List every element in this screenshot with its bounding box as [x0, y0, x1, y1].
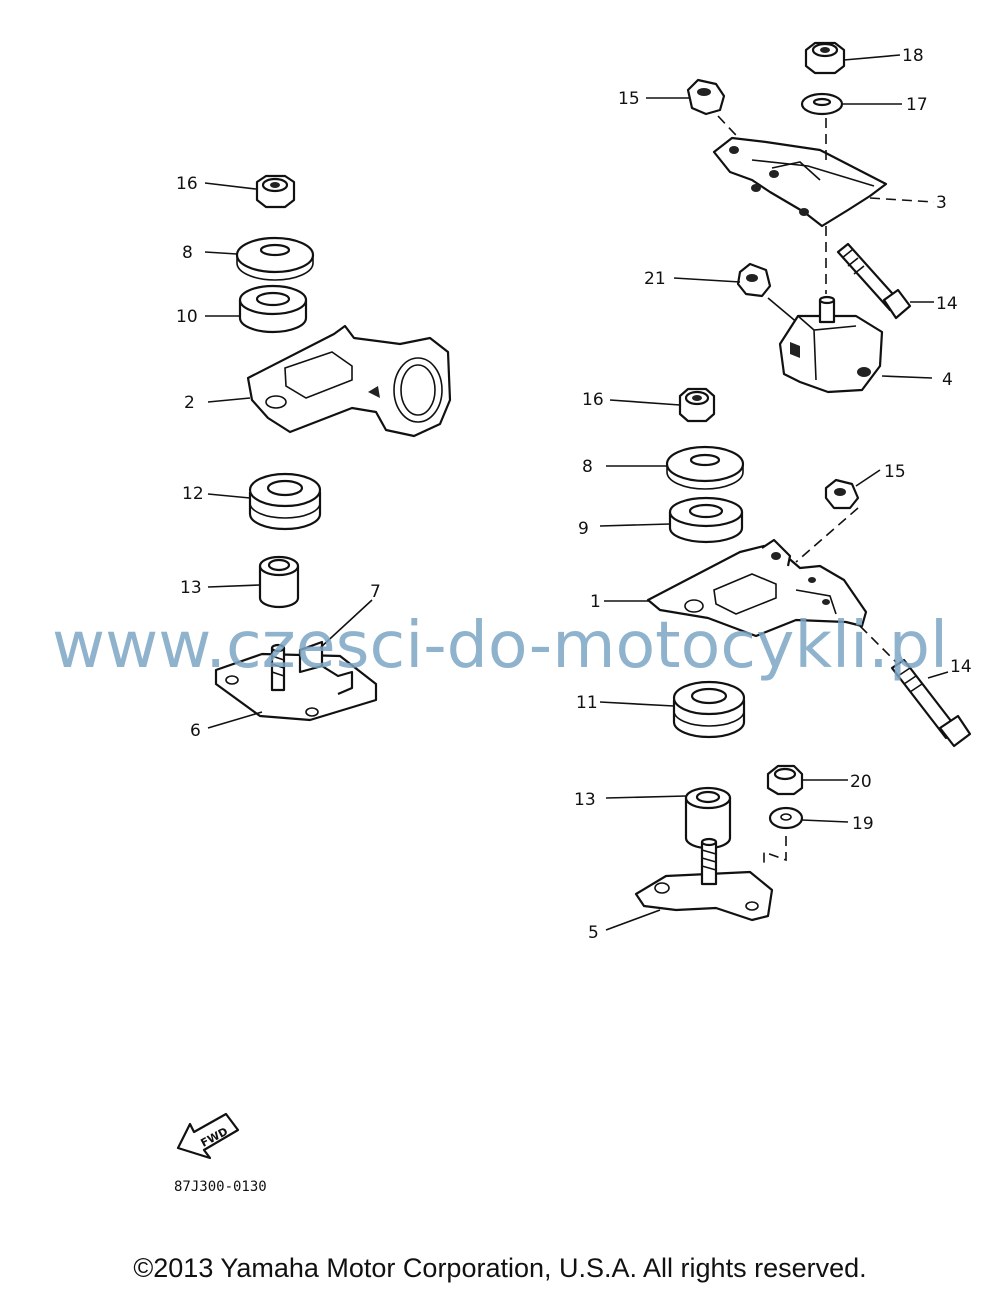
part-12-grommet [248, 472, 322, 531]
part-15-nut-mid [824, 478, 860, 510]
part-13-collar-right [684, 786, 732, 850]
part-21-nut [736, 262, 772, 298]
part-8-washer-left [235, 236, 315, 281]
label-16-right: 16 [582, 390, 604, 410]
label-5: 5 [588, 923, 599, 943]
part-4-rubber-mount [778, 295, 884, 394]
fwd-arrow-icon: FWD [176, 1112, 240, 1160]
label-7: 7 [370, 582, 381, 602]
part-18-nut [804, 41, 846, 75]
label-17: 17 [906, 95, 928, 115]
label-12: 12 [182, 484, 204, 504]
part-15-nut-top [686, 78, 726, 116]
part-2-bracket [246, 324, 452, 438]
label-15-top: 15 [618, 89, 640, 109]
part-11-grommet [672, 680, 746, 739]
label-4: 4 [942, 370, 953, 390]
label-14-top: 14 [936, 294, 958, 314]
part-13-collar-left [258, 555, 300, 609]
label-11: 11 [576, 693, 598, 713]
label-20: 20 [850, 772, 872, 792]
part-20-nut [766, 764, 804, 796]
label-21: 21 [644, 269, 666, 289]
part-19-washer [768, 806, 804, 830]
diagram-code: 87J300-0130 [174, 1179, 267, 1195]
label-6: 6 [190, 721, 201, 741]
label-13-left: 13 [180, 578, 202, 598]
part-5-lower-plate [634, 837, 774, 922]
part-1-lower-bracket [646, 538, 868, 638]
label-16-left: 16 [176, 174, 198, 194]
label-2: 2 [184, 393, 195, 413]
label-8-left: 8 [182, 243, 193, 263]
watermark: www.czesci-do-motocykli.pl [52, 609, 948, 683]
part-10-damper [238, 284, 308, 334]
part-14-bolt-lower [890, 658, 972, 748]
label-19: 19 [852, 814, 874, 834]
label-13-right: 13 [574, 790, 596, 810]
part-3-upper-bracket [712, 136, 888, 228]
label-3: 3 [936, 193, 947, 213]
label-10: 10 [176, 307, 198, 327]
part-7-tab [298, 640, 354, 696]
label-15-mid: 15 [884, 462, 906, 482]
label-9: 9 [578, 519, 589, 539]
part-17-washer [800, 92, 844, 116]
part-16-nut-right [678, 387, 716, 423]
part-8-washer-right [665, 445, 745, 490]
label-1: 1 [590, 592, 601, 612]
part-labels: 16 8 10 2 12 13 7 6 18 15 17 3 21 14 4 1… [176, 46, 972, 943]
part-16-nut-left [255, 174, 296, 209]
part-14-bolt-top [836, 242, 912, 320]
copyright-notice: ©2013 Yamaha Motor Corporation, U.S.A. A… [133, 1253, 867, 1283]
label-8-right: 8 [582, 457, 593, 477]
part-6-plate [214, 643, 378, 722]
label-14-lower: 14 [950, 657, 972, 677]
part-9-damper [668, 496, 744, 544]
label-18: 18 [902, 46, 924, 66]
